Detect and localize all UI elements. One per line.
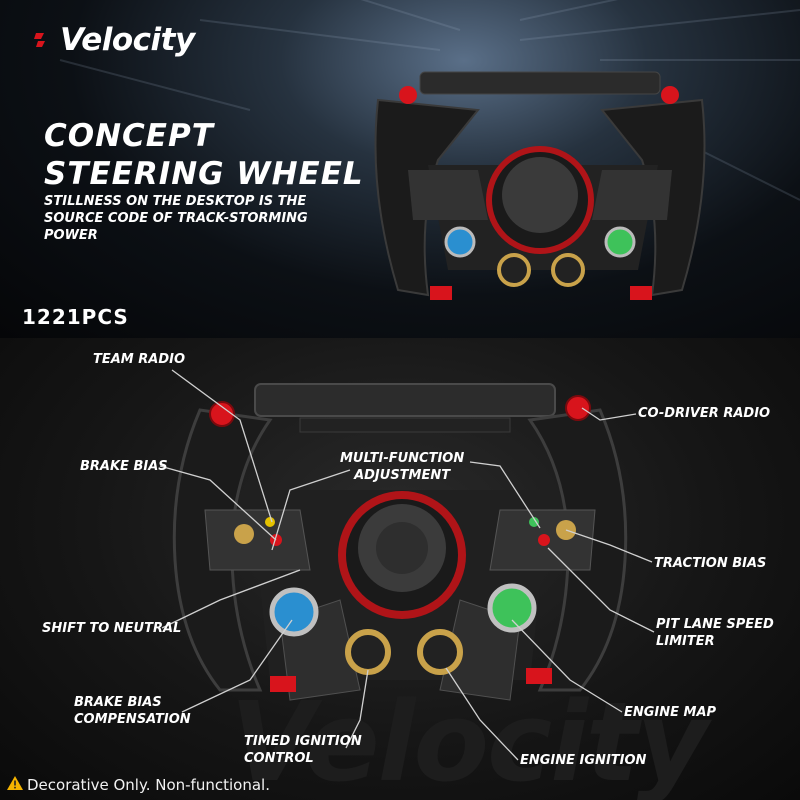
label-timed-ignition-line1: TIMED IGNITION bbox=[244, 734, 362, 749]
label-multi-function-line2: ADJUSTMENT bbox=[354, 468, 451, 483]
hero-title-line2: Steering Wheel bbox=[44, 156, 364, 192]
label-multi-function-line1: MULTI-FUNCTION bbox=[340, 451, 465, 466]
hero-title-line1: Concept bbox=[44, 118, 214, 154]
label-brake-bias-comp-line2: COMPENSATION bbox=[74, 712, 191, 727]
label-brake-bias-comp-line1: BRAKE BIAS bbox=[74, 695, 162, 710]
hero-panel: Velocity Concept Steering Wheel Stillnes… bbox=[0, 0, 800, 338]
label-multi-function: MULTI-FUNCTION ADJUSTMENT bbox=[340, 450, 464, 484]
disclaimer: Decorative Only. Non-functional. bbox=[6, 775, 270, 795]
label-brake-bias: BRAKE BIAS bbox=[80, 459, 168, 474]
brand-logo: Velocity bbox=[34, 20, 195, 60]
label-pit-lane-speed-limiter: PIT LANE SPEED LIMITER bbox=[656, 616, 774, 650]
label-engine-map: ENGINE MAP bbox=[624, 705, 717, 720]
logo-mark-icon bbox=[34, 33, 45, 47]
label-shift-to-neutral: SHIFT TO NEUTRAL bbox=[42, 621, 182, 636]
disclaimer-text: Decorative Only. Non-functional. bbox=[27, 776, 270, 794]
label-engine-ignition: ENGINE IGNITION bbox=[520, 753, 647, 768]
steering-wheel-small bbox=[374, 71, 706, 300]
label-pit-lane-line1: PIT LANE SPEED bbox=[656, 617, 774, 632]
label-timed-ignition-line2: CONTROL bbox=[244, 751, 314, 766]
label-co-driver-radio: CO-DRIVER RADIO bbox=[638, 406, 771, 421]
background-streaks bbox=[59, 0, 800, 201]
piece-count: 1221PCS bbox=[22, 305, 129, 329]
hero-subtitle: Stillness on the desktop is the source c… bbox=[44, 194, 308, 243]
label-pit-lane-line2: LIMITER bbox=[656, 634, 715, 649]
label-timed-ignition-control: TIMED IGNITION CONTROL bbox=[244, 733, 362, 767]
brand-name: Velocity bbox=[60, 22, 195, 58]
label-brake-bias-compensation: BRAKE BIAS COMPENSATION bbox=[74, 694, 191, 728]
brand-watermark: Velocity bbox=[230, 678, 708, 800]
label-traction-bias: TRACTION BIAS bbox=[654, 556, 767, 571]
warning-icon bbox=[6, 775, 24, 795]
label-team-radio: TEAM RADIO bbox=[93, 352, 186, 367]
